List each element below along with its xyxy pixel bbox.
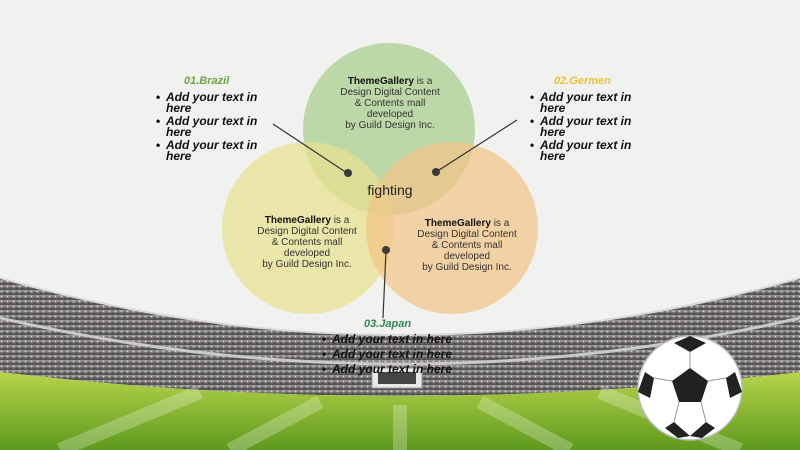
group-list-japan: Add your text in here Add your text in h… (322, 333, 492, 377)
group-title-japan: 03.Japan (364, 318, 412, 330)
group-title-germen: 02.Germen (554, 75, 611, 87)
circle-top-text: ThemeGallery is a Design Digital Content… (340, 76, 440, 131)
list-item: Add your text in here (530, 139, 640, 162)
soccer-ball-icon (637, 335, 743, 441)
connector-dot-japan (382, 246, 390, 254)
circle-left-text: ThemeGallery is a Design Digital Content… (257, 215, 357, 270)
center-label: fighting (367, 182, 413, 198)
connector-dot-germen (432, 168, 440, 176)
group-list-germen: Add your text in here Add your text in h… (530, 91, 640, 164)
list-item: Add your text in here (322, 333, 492, 345)
list-item: Add your text in here (156, 91, 266, 114)
connector-dot-brazil (344, 169, 352, 177)
list-item: Add your text in here (156, 139, 266, 162)
venn-circle-right (366, 142, 538, 314)
group-title-brazil: 01.Brazil (184, 75, 230, 87)
list-item: Add your text in here (530, 115, 640, 138)
venn-circle-left (222, 142, 394, 314)
list-item: Add your text in here (156, 115, 266, 138)
list-item: Add your text in here (530, 91, 640, 114)
list-item: Add your text in here (322, 348, 492, 360)
group-list-brazil: Add your text in here Add your text in h… (156, 91, 266, 164)
list-item: Add your text in here (322, 363, 492, 375)
circle-right-text: ThemeGallery is a Design Digital Content… (417, 218, 517, 273)
